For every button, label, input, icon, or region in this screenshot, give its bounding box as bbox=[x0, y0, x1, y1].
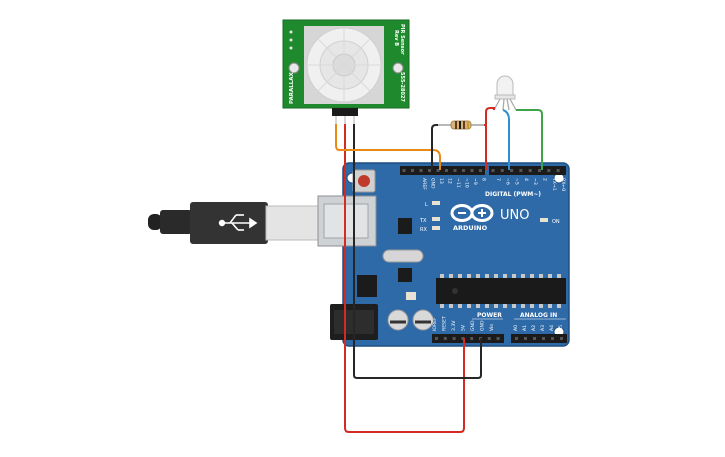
usb-cable bbox=[148, 202, 321, 244]
led-tx-label: TX bbox=[419, 218, 427, 224]
top-pin-label: 2 bbox=[542, 178, 548, 181]
wire-red-5v[interactable] bbox=[344, 124, 465, 433]
analog-header-label: ANALOG IN bbox=[520, 312, 557, 319]
analog-pin-label: A4 bbox=[549, 325, 555, 331]
pir-sensor[interactable]: PARALLAX PIR Sensor Rev B 555-28027 bbox=[282, 19, 410, 124]
reset-button[interactable] bbox=[352, 169, 376, 193]
wire-orange-signal[interactable] bbox=[335, 124, 441, 170]
power-pin-label: 5V bbox=[461, 324, 467, 331]
pir-brand-label: PARALLAX bbox=[289, 71, 295, 104]
crystal bbox=[382, 249, 424, 263]
power-header bbox=[432, 334, 504, 343]
power-header-label: POWER bbox=[477, 312, 502, 319]
analog-pin-label: A0 bbox=[513, 325, 519, 331]
top-pin-label: 4 bbox=[523, 178, 529, 181]
atmega-chip bbox=[436, 274, 566, 308]
arduino-logo-icon bbox=[450, 204, 494, 222]
analog-pin-label: A5 bbox=[558, 325, 564, 331]
status-leds bbox=[432, 201, 548, 230]
pir-label-2: Rev B bbox=[393, 30, 399, 46]
resistor[interactable] bbox=[438, 120, 484, 130]
led-l-label: L bbox=[425, 202, 428, 208]
top-pin-label: ~6 bbox=[504, 178, 510, 185]
top-pin-label: RX←0 bbox=[560, 178, 566, 191]
top-pin-label: GND bbox=[430, 178, 436, 189]
analog-pin-label: A2 bbox=[531, 325, 537, 331]
top-pin-label: TX→1 bbox=[551, 177, 557, 191]
wire-red-led[interactable] bbox=[484, 107, 495, 126]
power-pin-label: Vin bbox=[489, 324, 495, 331]
top-pin-label: AREF bbox=[421, 178, 427, 190]
top-pin-label: 12 bbox=[447, 178, 453, 184]
power-pin-label: GND bbox=[480, 320, 486, 331]
top-pin-label: 8 bbox=[481, 178, 487, 181]
usb-icon bbox=[218, 214, 258, 231]
top-pin-label: ~3 bbox=[532, 178, 538, 185]
model-label: UNO bbox=[500, 208, 529, 223]
wire-black-led[interactable] bbox=[431, 124, 438, 170]
pir-label-1: PIR Sensor bbox=[399, 24, 405, 55]
brand-label: ARDUINO bbox=[453, 224, 488, 232]
regulator bbox=[357, 275, 377, 297]
led-rx-label: RX bbox=[420, 227, 427, 233]
wire-green-led[interactable] bbox=[516, 109, 543, 170]
rgb-led[interactable] bbox=[493, 75, 517, 111]
digital-header-label: DIGITAL (PWM~) bbox=[485, 191, 541, 198]
on-label: ON bbox=[552, 219, 560, 225]
capacitors bbox=[387, 309, 434, 331]
top-pin-label: ~5 bbox=[514, 178, 520, 185]
analog-header bbox=[511, 334, 567, 343]
top-pin-label: 7 bbox=[495, 178, 501, 181]
power-pin-label: IOREF bbox=[432, 317, 438, 331]
pir-dome-icon bbox=[306, 27, 382, 103]
usb-chip bbox=[398, 218, 412, 234]
top-pin-label: 13 bbox=[438, 178, 444, 184]
top-pin-label: ~11 bbox=[455, 178, 461, 188]
power-pin-label: GND bbox=[470, 320, 476, 331]
top-header-pins bbox=[402, 169, 560, 172]
top-pin-label: ~9 bbox=[472, 178, 478, 185]
wire-black-gnd[interactable] bbox=[353, 124, 482, 379]
wires bbox=[335, 107, 543, 433]
digital-header-right bbox=[489, 166, 566, 175]
pir-label-3: 555-28027 bbox=[399, 72, 405, 102]
power-pin-label: 3.3V bbox=[451, 320, 457, 331]
digital-header-left bbox=[400, 166, 485, 175]
power-pin-label: RESET bbox=[442, 316, 448, 331]
wire-blue-led[interactable] bbox=[502, 109, 510, 170]
pir-pin-header bbox=[332, 108, 358, 116]
analog-pin-label: A3 bbox=[540, 325, 546, 331]
analog-pin-label: A1 bbox=[522, 325, 528, 331]
top-pin-label: ~10 bbox=[464, 178, 470, 188]
